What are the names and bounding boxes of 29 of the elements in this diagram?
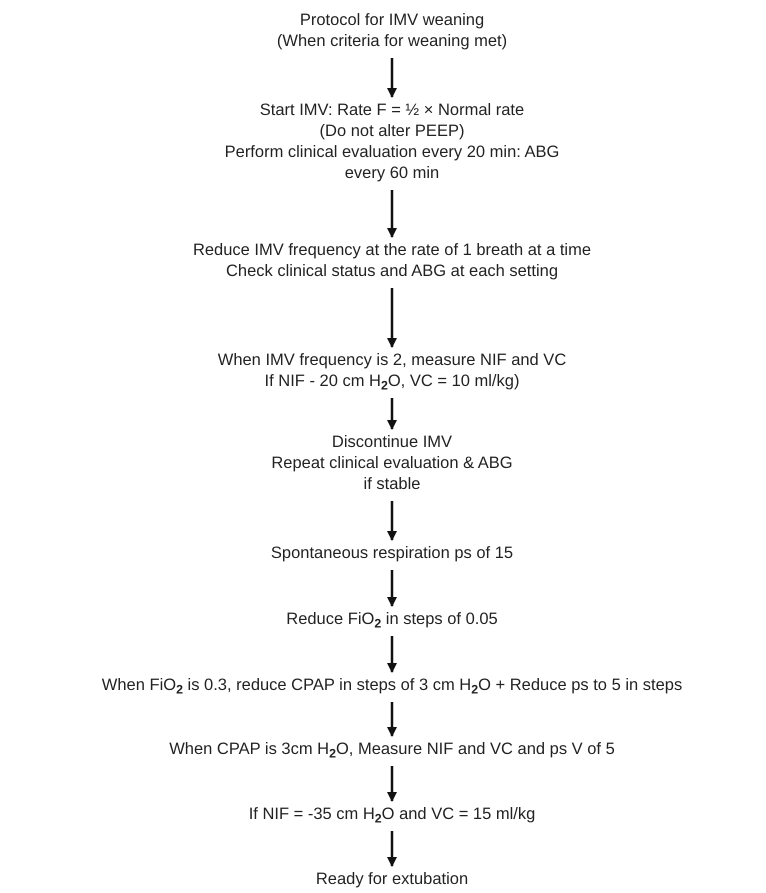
step-line: When FiO$_{2}$ is 0.3, reduce CPAP in steps of 3 cm H$_{2}$O + Reduce ps to 5 in steps: [102, 675, 682, 696]
step-line: (When criteria for weaning met): [276, 31, 508, 52]
arrow: [387, 831, 397, 867]
step-line: Perform clinical evaluation every 20 min: ABG: [224, 142, 560, 163]
step-line: if stable: [364, 474, 420, 495]
step-line: Check clinical status and ABG at each setting: [226, 261, 558, 282]
step-line: Discontinue IMV: [332, 432, 452, 453]
step-line: If NIF - 20 cm H$_{2}$O, VC = 10 ml/kg): [264, 371, 520, 392]
arrow: [387, 58, 397, 98]
arrow: [387, 766, 397, 802]
arrow: [387, 398, 397, 430]
step-line: Reduce FiO$_{2}$ in steps of 0.05: [286, 609, 498, 630]
step-line: When IMV frequency is 2, measure NIF and VC: [218, 350, 566, 371]
arrow: [387, 702, 397, 737]
step-line: Start IMV: Rate F = ½ × Normal rate: [260, 100, 524, 121]
arrow: [387, 190, 397, 238]
arrow: [387, 501, 397, 541]
step-line: Ready for extubation: [316, 869, 468, 890]
step-line: If NIF = -35 cm H$_{2}$O and VC = 15 ml/kg: [248, 804, 536, 825]
step-line: every 60 min: [344, 163, 440, 184]
step-line: Repeat clinical evaluation & ABG: [271, 453, 513, 474]
step-line: Protocol for IMV weaning: [300, 10, 484, 31]
step-line: Reduce IMV frequency at the rate of 1 breath at a time: [192, 240, 592, 261]
arrow: [387, 570, 397, 607]
step-line: Spontaneous respiration ps of 15: [270, 543, 514, 564]
arrow: [387, 288, 397, 348]
step-line: (Do not alter PEEP): [320, 121, 464, 142]
arrow: [387, 636, 397, 673]
step-line: When CPAP is 3cm H$_{2}$O, Measure NIF and VC and ps V of 5: [169, 739, 615, 760]
